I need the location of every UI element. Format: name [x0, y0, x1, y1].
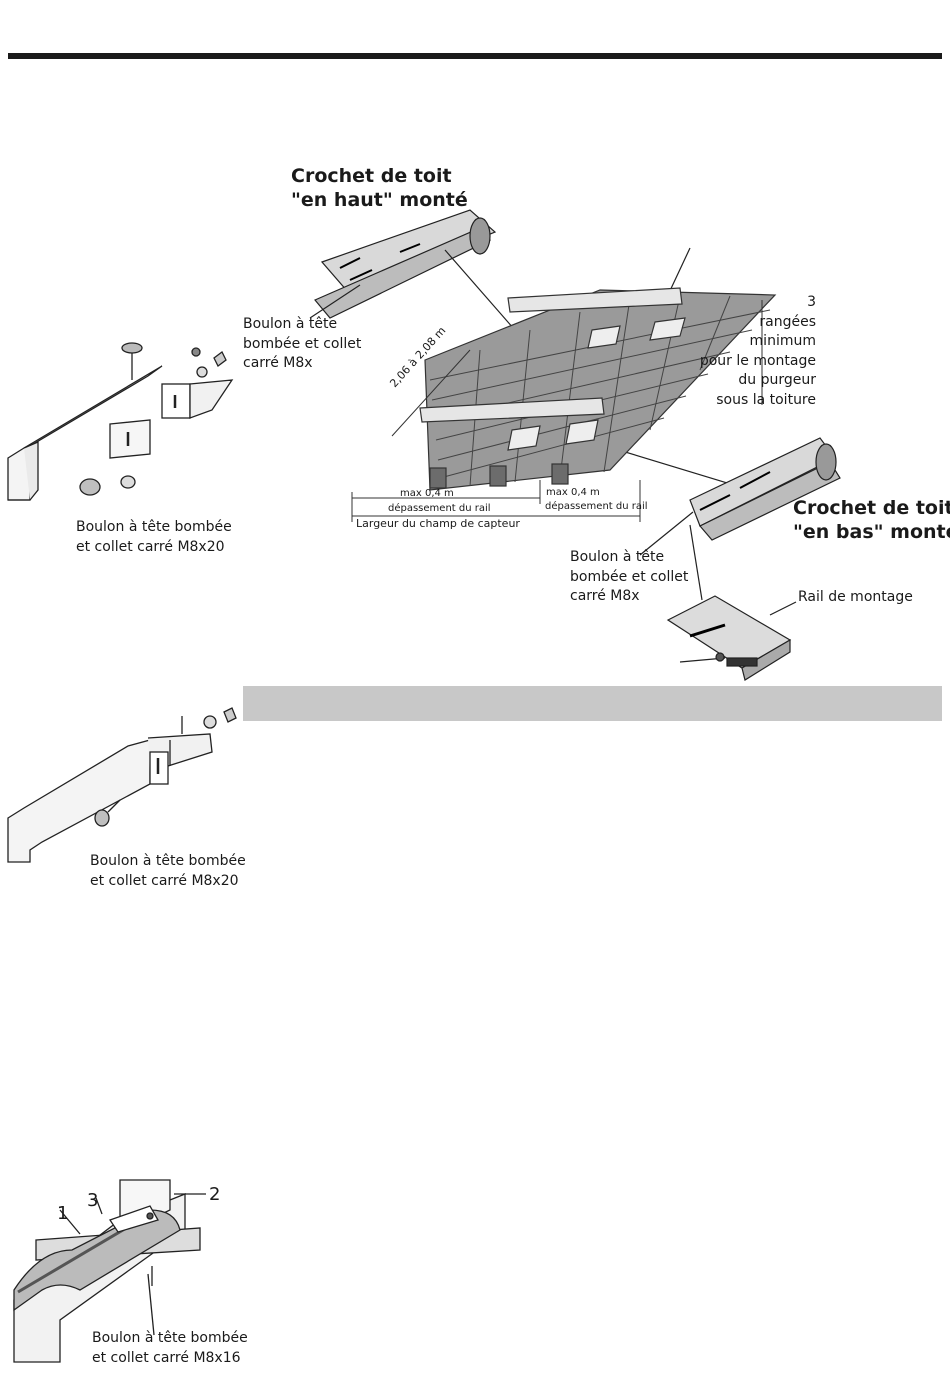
dim-max-left: max 0,4 m	[400, 488, 454, 499]
dim-overhang-right: dépassement du rail	[545, 501, 648, 512]
dim-field-width: Largeur du champ de capteur	[356, 517, 520, 530]
dimension-lines	[351, 300, 763, 522]
header-rule	[8, 53, 942, 59]
dim-overhang-left: dépassement du rail	[388, 503, 491, 514]
label-bolt-m8x-top: Boulon à tête bombée et collet carré M8x	[243, 316, 362, 371]
roof-illustration	[309, 209, 841, 681]
label-bolt-m8x20-a: Boulon à tête bombée et collet carré M8x…	[76, 519, 232, 555]
callout-3: 3	[87, 1190, 99, 1211]
hook-exploded-top	[7, 342, 234, 501]
tile-bracket-illustration	[13, 1179, 206, 1363]
label-rail: Rail de montage	[798, 589, 913, 605]
hook-exploded-middle	[7, 707, 237, 863]
rail-detail	[666, 595, 792, 681]
callout-2: 2	[209, 1184, 221, 1205]
callout-1: 1	[57, 1203, 69, 1224]
label-bolt-m8x16: Boulon à tête bombée et collet carré M8x…	[92, 1330, 248, 1366]
heading-hook-bottom: Crochet de toit "en bas" monté	[793, 497, 950, 543]
dim-max-right: max 0,4 m	[546, 487, 600, 498]
label-bolt-m8x-bottom: Boulon à tête bombée et collet carré M8x	[570, 549, 689, 604]
label-rows-note: 3 rangées minimum pour le montage du pur…	[699, 294, 816, 408]
top-hook-detail	[314, 209, 497, 319]
heading-hook-top: Crochet de toit "en haut" monté	[291, 165, 468, 211]
tile-field	[419, 287, 777, 491]
bottom-hook-detail	[689, 437, 841, 541]
section-bar	[243, 686, 942, 721]
label-bolt-m8x20-b: Boulon à tête bombée et collet carré M8x…	[90, 853, 246, 889]
